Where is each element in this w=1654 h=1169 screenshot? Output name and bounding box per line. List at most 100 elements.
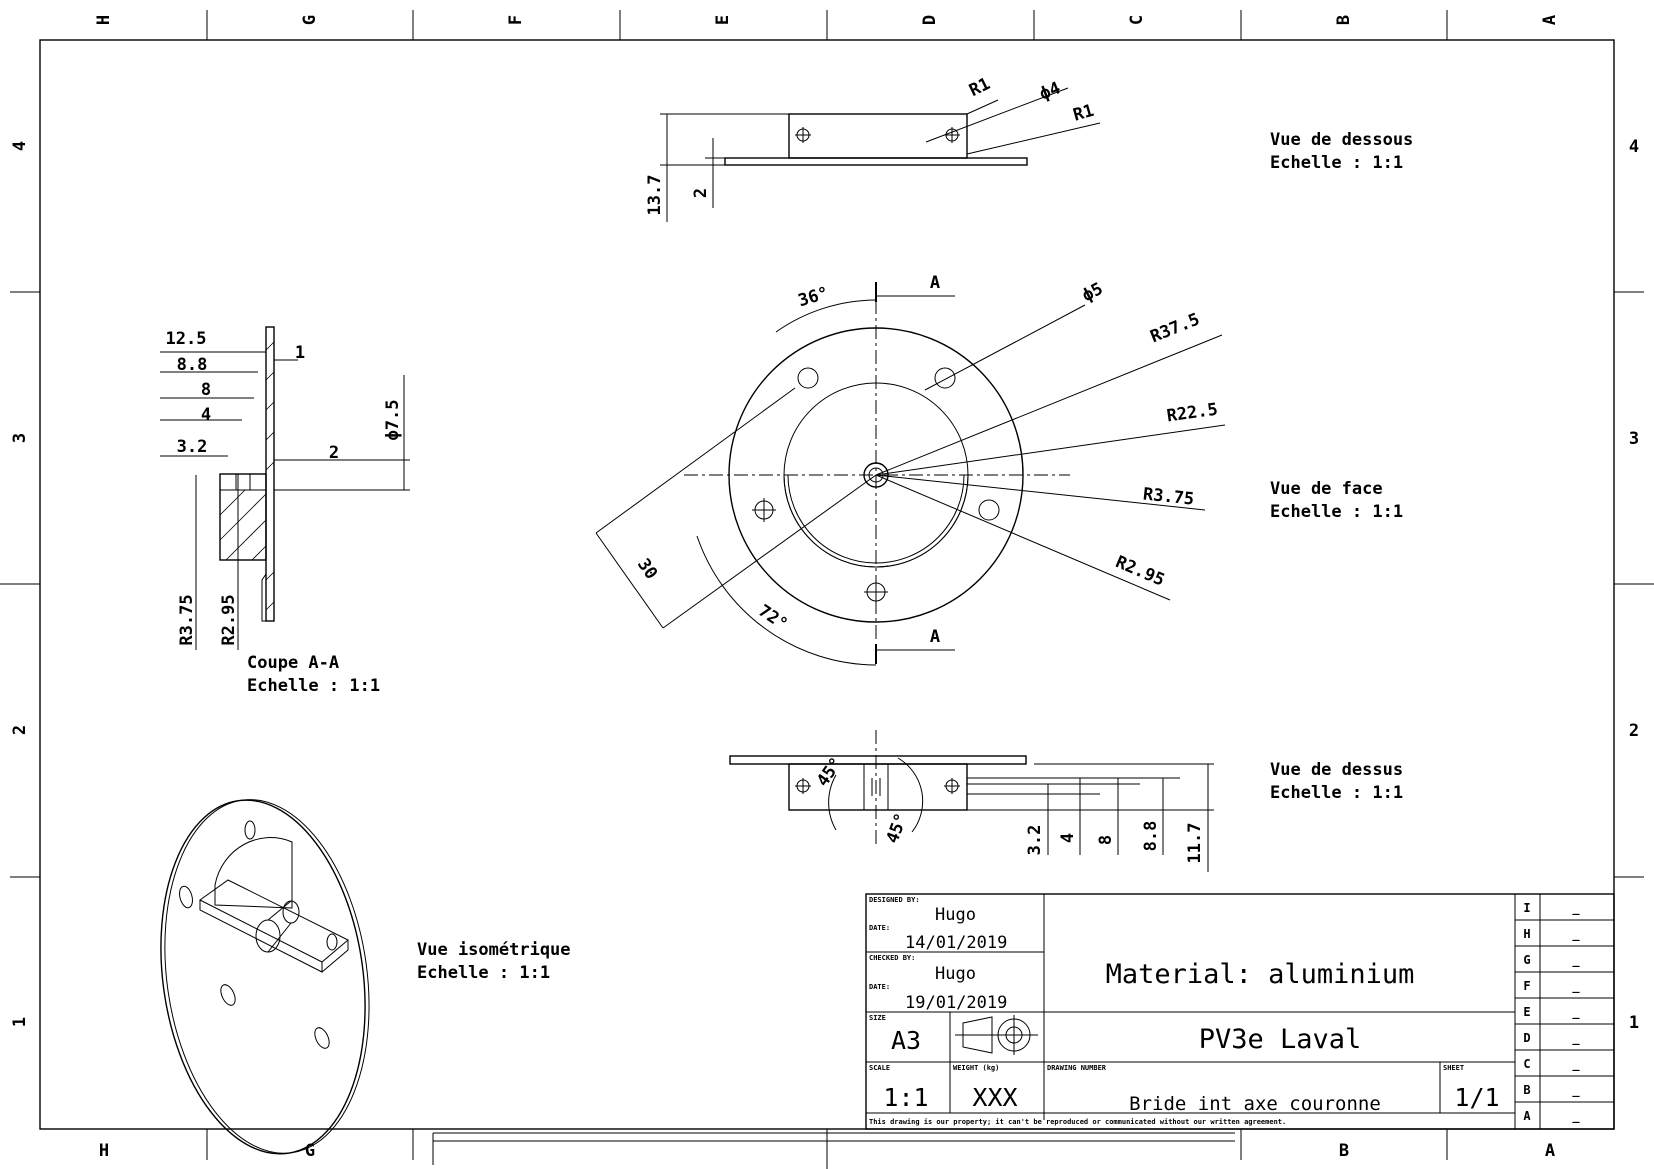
dim-angle-72: 72° bbox=[754, 601, 791, 635]
drawing-number-value: Bride int axe couronne bbox=[1129, 1093, 1381, 1115]
weight-value: XXX bbox=[972, 1083, 1017, 1112]
dim-r22-5: R22.5 bbox=[1166, 400, 1219, 427]
dim-3-2: 3.2 bbox=[177, 437, 208, 457]
zone-labels-left: 4 3 2 1 bbox=[10, 141, 30, 1027]
dim-13-7: 13.7 bbox=[645, 175, 665, 216]
dim-r2-95-section: R2.95 bbox=[219, 594, 239, 645]
top-view-dimensions: 45° 45° 3.2 4 8 8.8 11.7 bbox=[813, 754, 1205, 864]
top-view-title: Vue de dessus bbox=[1270, 760, 1403, 780]
zone-bottom-B: B bbox=[1339, 1141, 1349, 1161]
front-view-dimensions: A 36° ϕ5 R37.5 R22.5 R3.75 R2.95 30 72° … bbox=[633, 273, 1219, 647]
dim-11-7: 11.7 bbox=[1185, 823, 1205, 864]
dim-2-section: 2 bbox=[329, 443, 339, 463]
revision-value-E: _ bbox=[1572, 1005, 1580, 1020]
revision-value-F: _ bbox=[1572, 979, 1580, 994]
size-value: A3 bbox=[891, 1026, 921, 1055]
revision-letter-C: C bbox=[1523, 1057, 1530, 1071]
revision-letter-D: D bbox=[1523, 1031, 1530, 1045]
revision-value-H: _ bbox=[1572, 927, 1580, 942]
dim-3-2-top: 3.2 bbox=[1025, 825, 1045, 856]
top-view-scale: Echelle : 1:1 bbox=[1270, 783, 1403, 803]
front-view-title: Vue de face bbox=[1270, 479, 1383, 499]
bottom-view-scale: Echelle : 1:1 bbox=[1270, 153, 1403, 173]
dim-r1-b: R1 bbox=[1071, 101, 1096, 126]
revision-value-A: _ bbox=[1572, 1109, 1580, 1124]
date-label-1: DATE: bbox=[869, 924, 890, 932]
dim-8: 8 bbox=[201, 380, 211, 400]
revision-letter-G: G bbox=[1523, 953, 1530, 967]
zone-left-2: 2 bbox=[10, 725, 30, 735]
zone-right-1: 1 bbox=[1629, 1013, 1639, 1033]
checked-by-label: CHECKED BY: bbox=[869, 954, 915, 962]
date-value-2: 19/01/2019 bbox=[905, 993, 1007, 1013]
dim-angle-45-b: 45° bbox=[883, 810, 912, 846]
zone-top-D: D bbox=[920, 15, 940, 25]
dim-1: 1 bbox=[295, 343, 305, 363]
zone-bottom-G: G bbox=[305, 1141, 315, 1161]
project-name: PV3e Laval bbox=[1199, 1024, 1362, 1055]
dim-12-5: 12.5 bbox=[166, 329, 207, 349]
top-view: 45° 45° 3.2 4 8 8.8 11.7 Vue de dessus E… bbox=[729, 730, 1403, 872]
dim-phi7-5: ϕ7.5 bbox=[383, 400, 403, 441]
dim-angle-45-a: 45° bbox=[813, 754, 847, 791]
zone-top-F: F bbox=[506, 15, 526, 25]
revision-value-C: _ bbox=[1572, 1057, 1580, 1072]
designed-by-label: DESIGNED BY: bbox=[869, 896, 920, 904]
dim-8-top: 8 bbox=[1096, 835, 1116, 845]
zone-bottom-H: H bbox=[99, 1141, 109, 1161]
dim-30: 30 bbox=[633, 555, 661, 583]
scale-value: 1:1 bbox=[883, 1083, 928, 1112]
zone-labels-right: 4 3 2 1 bbox=[1629, 137, 1639, 1033]
zone-top-C: C bbox=[1127, 15, 1147, 25]
size-label: SIZE bbox=[869, 1014, 886, 1022]
zone-bottom-A: A bbox=[1545, 1141, 1555, 1161]
zone-top-G: G bbox=[300, 15, 320, 25]
revision-letter-E: E bbox=[1523, 1005, 1530, 1019]
bottom-view: R1 ϕ4 R1 13.7 2 Vue de dessous Echelle :… bbox=[645, 74, 1413, 222]
section-view: 12.5 8.8 8 4 3.2 1 2 ϕ7.5 R3.75 R2.95 Co… bbox=[160, 326, 410, 696]
zone-top-B: B bbox=[1334, 15, 1354, 25]
section-hatching bbox=[219, 341, 275, 611]
front-view: A 36° ϕ5 R37.5 R22.5 R3.75 R2.95 30 72° … bbox=[595, 273, 1403, 666]
dim-r3-75-front: R3.75 bbox=[1142, 484, 1195, 509]
dim-8-8-top: 8.8 bbox=[1141, 821, 1161, 852]
section-mark-bottom: A bbox=[930, 627, 940, 647]
revision-letter-F: F bbox=[1523, 979, 1530, 993]
revision-value-G: _ bbox=[1572, 953, 1580, 968]
dim-r2-95-front: R2.95 bbox=[1112, 552, 1167, 590]
zone-left-1: 1 bbox=[10, 1017, 30, 1027]
bottom-view-title: Vue de dessous bbox=[1270, 130, 1413, 150]
dim-r3-75-section: R3.75 bbox=[177, 594, 197, 645]
iso-view: Vue isométrique Echelle : 1:1 bbox=[160, 799, 571, 1155]
revision-value-B: _ bbox=[1572, 1083, 1580, 1098]
section-mark-top: A bbox=[930, 273, 940, 293]
dim-4: 4 bbox=[201, 405, 211, 425]
revision-letter-I: I bbox=[1523, 901, 1530, 915]
dim-2-bottom: 2 bbox=[691, 188, 711, 198]
date-label-2: DATE: bbox=[869, 983, 890, 991]
dim-phi4: ϕ4 bbox=[1037, 78, 1063, 104]
zone-labels-bottom: H G B A bbox=[99, 1141, 1555, 1161]
zone-right-2: 2 bbox=[1629, 721, 1639, 741]
revision-letter-A: A bbox=[1523, 1109, 1531, 1123]
zone-top-A: A bbox=[1540, 15, 1560, 25]
zone-top-E: E bbox=[713, 15, 733, 25]
revision-grid bbox=[1515, 919, 1614, 1103]
section-view-title: Coupe A-A bbox=[247, 653, 339, 673]
material-text: Material: aluminium bbox=[1106, 959, 1415, 990]
revision-value-I: _ bbox=[1572, 901, 1580, 916]
dim-r1-a: R1 bbox=[966, 74, 993, 101]
sheet-label: SHEET bbox=[1443, 1064, 1464, 1072]
zone-left-4: 4 bbox=[10, 141, 30, 151]
checked-by-value: Hugo bbox=[935, 964, 976, 984]
front-view-scale: Echelle : 1:1 bbox=[1270, 502, 1403, 522]
scale-label: SCALE bbox=[869, 1064, 890, 1072]
revision-letter-B: B bbox=[1523, 1083, 1530, 1097]
dim-phi5: ϕ5 bbox=[1079, 279, 1106, 306]
dim-r37-5: R37.5 bbox=[1148, 310, 1203, 348]
section-view-dimensions: 12.5 8.8 8 4 3.2 1 2 ϕ7.5 R3.75 R2.95 bbox=[166, 329, 403, 646]
revision-letter-H: H bbox=[1523, 927, 1530, 941]
designed-by-value: Hugo bbox=[935, 905, 976, 925]
bottom-ruler bbox=[432, 1132, 1235, 1165]
